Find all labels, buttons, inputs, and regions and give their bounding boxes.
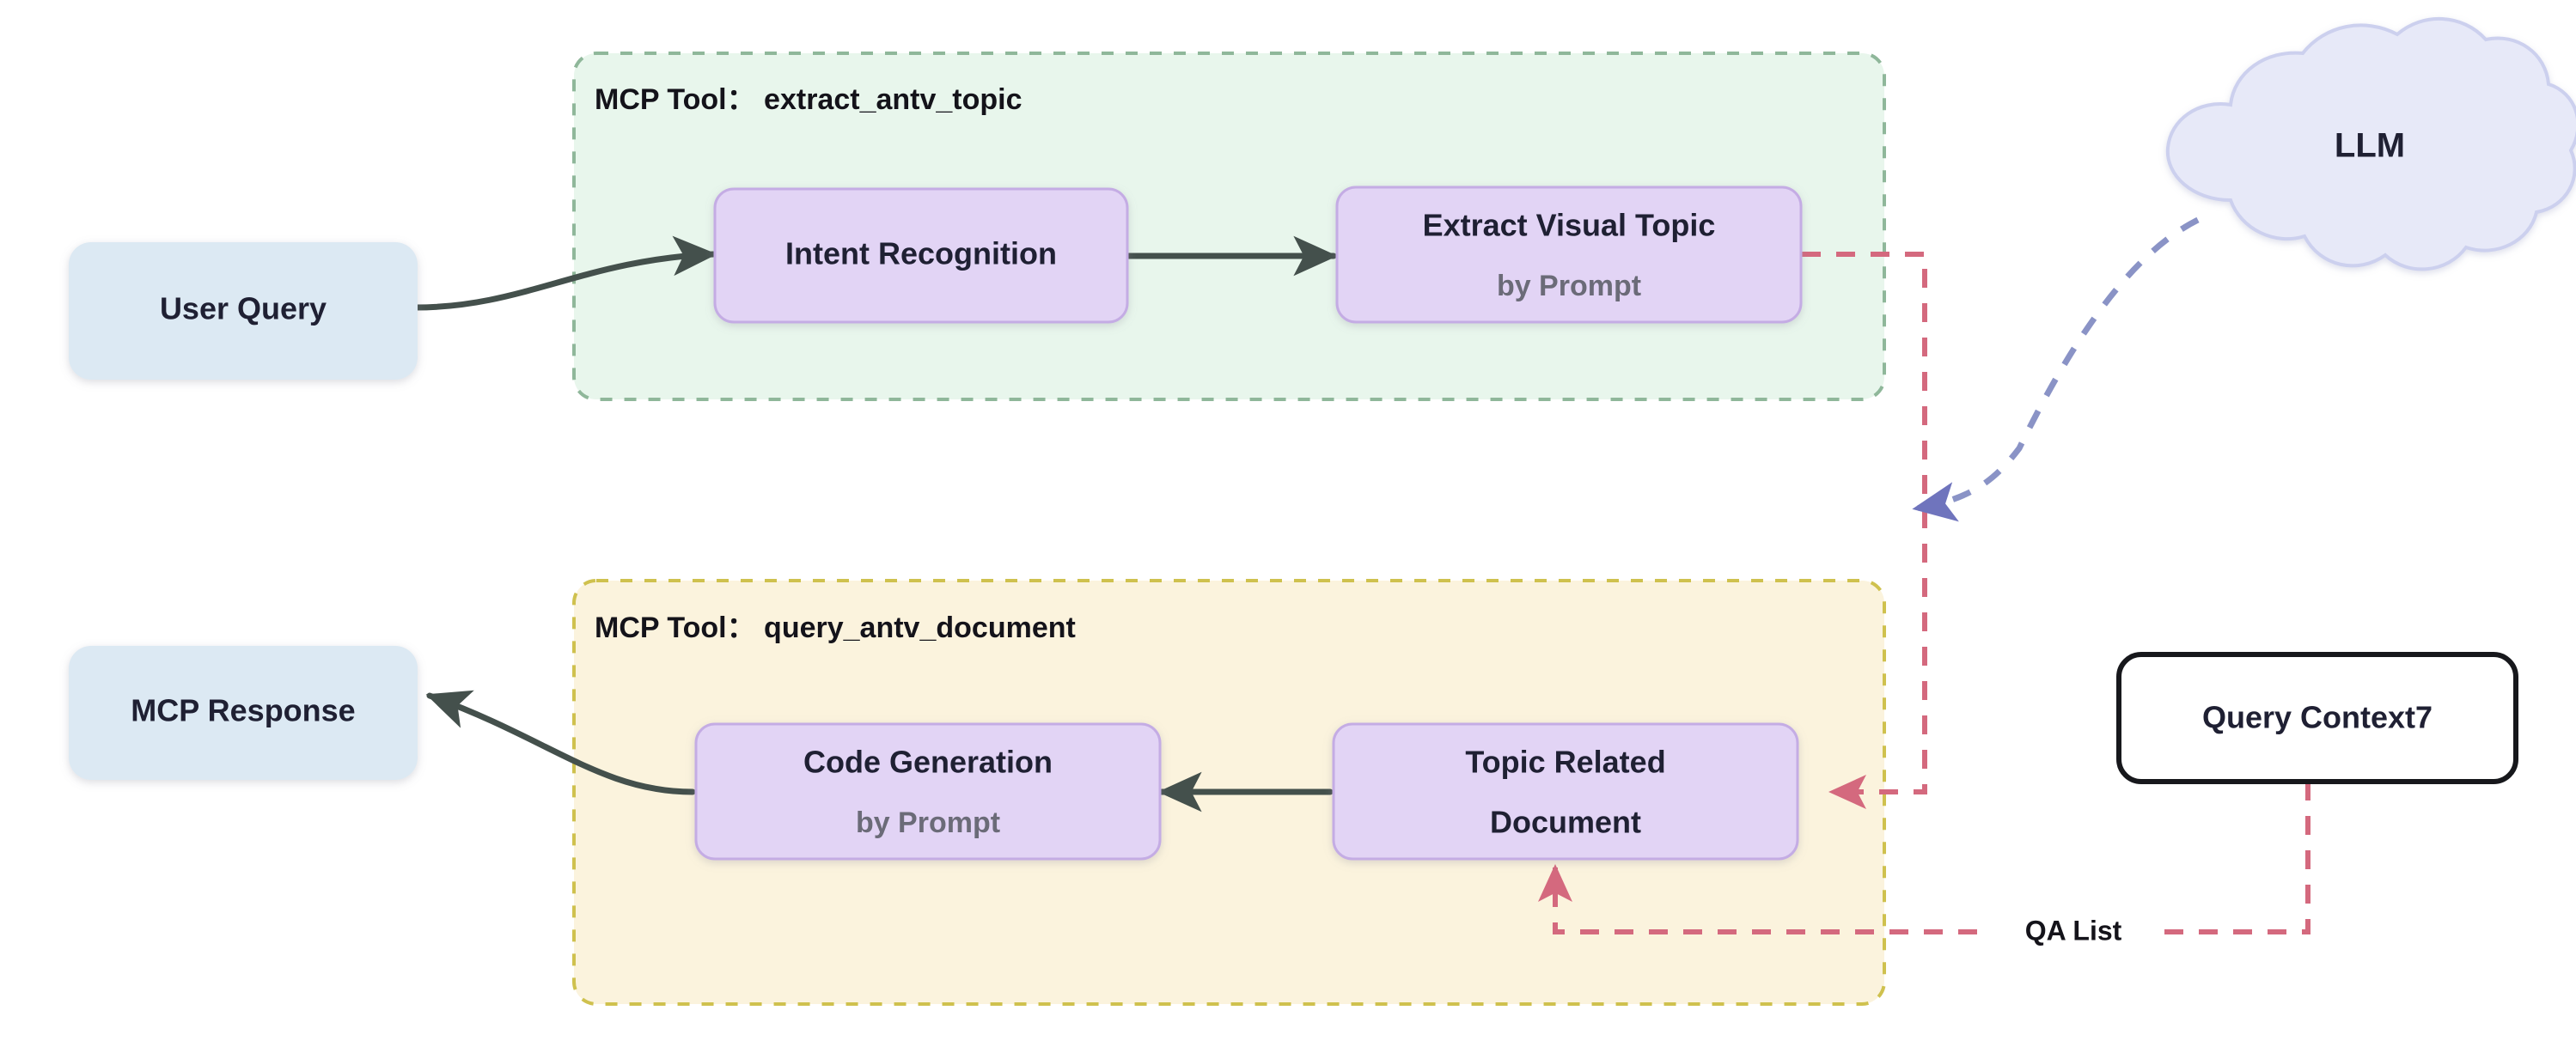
node-query-context7[interactable]: Query Context7 bbox=[2116, 652, 2518, 784]
node-mcp-response-box[interactable] bbox=[69, 646, 418, 780]
node-llm-label: LLM bbox=[2335, 127, 2405, 165]
node-topic-related-document-label: Topic Related bbox=[1465, 745, 1665, 780]
node-extract-visual-topic[interactable]: Extract Visual Topic by Prompt bbox=[1335, 186, 1803, 324]
edge-query-context7-to-topic-document bbox=[1538, 782, 2310, 934]
edge-extract-to-topic-document bbox=[1802, 252, 1927, 809]
node-user-query-label: User Query bbox=[160, 291, 327, 326]
node-query-context7-box[interactable] bbox=[2116, 652, 2518, 784]
edge-code-generation-to-mcp-response bbox=[425, 690, 696, 795]
node-code-generation-label: Code Generation bbox=[803, 745, 1053, 780]
node-extract-visual-topic-sublabel: by Prompt bbox=[1497, 270, 1641, 302]
group-query-title: MCP Tool： query_antv_document bbox=[595, 612, 1076, 644]
node-intent-recognition[interactable]: Intent Recognition bbox=[713, 187, 1129, 324]
node-extract-visual-topic-box[interactable] bbox=[1335, 186, 1803, 324]
node-code-generation[interactable]: Code Generation by Prompt bbox=[694, 722, 1162, 861]
qa-list-label-backdrop bbox=[1992, 912, 2155, 952]
qa-list-edge-label: QA List bbox=[2025, 915, 2122, 946]
edge-llm-to-pipeline bbox=[1912, 216, 2200, 522]
group-extract-title: MCP Tool： extract_antv_topic bbox=[595, 83, 1022, 116]
node-extract-visual-topic-label: Extract Visual Topic bbox=[1423, 208, 1716, 243]
node-query-context7-label: Query Context7 bbox=[2202, 700, 2433, 735]
node-intent-recognition-box[interactable] bbox=[713, 187, 1129, 324]
node-mcp-response[interactable]: MCP Response bbox=[69, 646, 418, 780]
node-code-generation-box[interactable] bbox=[694, 722, 1162, 861]
node-topic-related-document-box[interactable] bbox=[1332, 722, 1799, 861]
node-code-generation-sublabel: by Prompt bbox=[856, 806, 1000, 839]
node-user-query[interactable]: User Query bbox=[69, 242, 418, 380]
node-topic-related-document-sublabel: Document bbox=[1490, 805, 1641, 840]
cloud-icon bbox=[2165, 17, 2576, 271]
node-llm[interactable]: LLM bbox=[2165, 17, 2576, 271]
edge-user-query-to-intent bbox=[412, 235, 717, 311]
node-topic-related-document[interactable]: Topic Related Document bbox=[1332, 722, 1799, 861]
node-intent-recognition-label: Intent Recognition bbox=[785, 236, 1057, 271]
node-mcp-response-label: MCP Response bbox=[131, 693, 355, 728]
node-user-query-box[interactable] bbox=[69, 242, 418, 380]
